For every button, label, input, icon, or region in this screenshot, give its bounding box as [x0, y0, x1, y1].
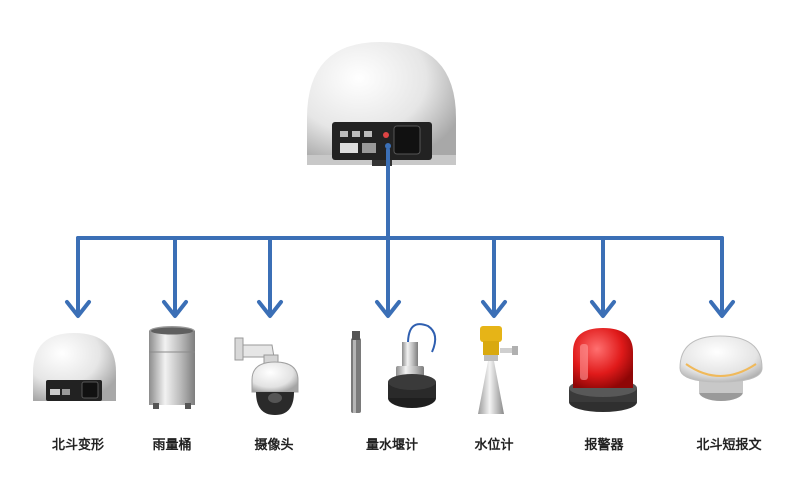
water-level-meter-icon: [478, 326, 518, 414]
rain-gauge-icon: [149, 326, 195, 409]
connector-arrowheads: [65, 300, 735, 318]
arrowhead-weir-meter: [375, 300, 401, 318]
beidou-terminal-icon: [33, 333, 116, 401]
arrowhead-rain-gauge: [162, 300, 188, 318]
label-beidou-terminal: 北斗变形: [51, 438, 104, 453]
alarm-icon: [569, 328, 637, 412]
label-alarm: 报警器: [584, 438, 624, 453]
beidou-sms-icon: [679, 335, 763, 401]
arrowhead-beidou-terminal: [65, 300, 91, 318]
label-rain-gauge: 雨量桶: [152, 438, 192, 453]
arrowhead-alarm: [590, 300, 616, 318]
label-beidou-sms: 北斗短报文: [696, 438, 762, 453]
arrowhead-beidou-sms: [709, 300, 735, 318]
weir-meter-icon: [351, 323, 437, 413]
label-camera: 摄像头: [254, 438, 294, 453]
connector-lines: [76, 148, 724, 314]
label-weir-meter: 量水堰计: [365, 438, 418, 453]
arrowhead-camera: [257, 300, 283, 318]
arrowhead-water-level-meter: [481, 300, 507, 318]
camera-icon: [234, 337, 299, 415]
label-water-level-meter: 水位计: [474, 438, 514, 453]
main-terminal: [307, 42, 456, 166]
